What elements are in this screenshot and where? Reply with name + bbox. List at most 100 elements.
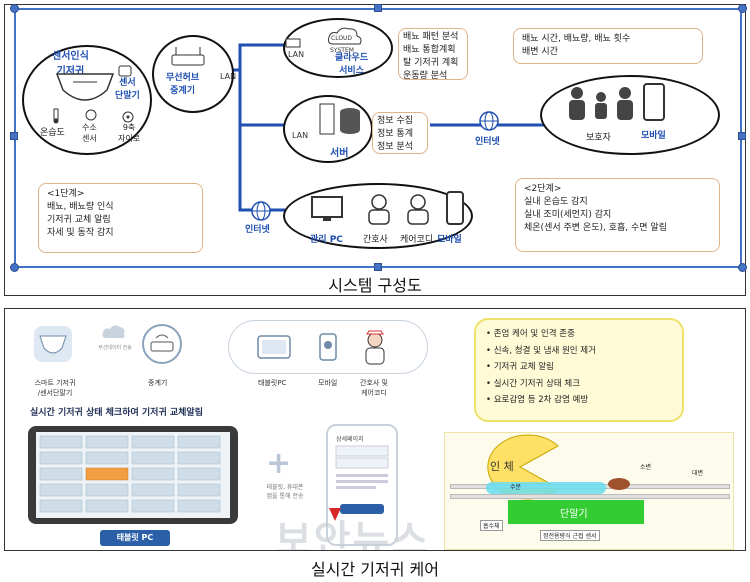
router-icon — [171, 47, 205, 66]
benefits-box: • 존엄 케어 및 인격 존중 • 신속, 청결 및 냄새 원인 제거 • 기저… — [474, 318, 684, 422]
system-diagram-caption: 시스템 구성도 — [328, 276, 422, 295]
cloud-icon — [328, 27, 362, 45]
guardian-info-item: 배변 시간 — [522, 47, 558, 58]
guardian-info-item: 배뇨 시간, 배뇨량, 배뇨 횟수 — [522, 34, 631, 44]
stool-label: 대변 — [692, 470, 704, 477]
tablet-screen — [36, 432, 230, 518]
resize-handle-bl[interactable] — [10, 263, 19, 272]
stage2-box: <2단계> 실내 온습도 감지 실내 조미(세먼지) 감지 체온(센서 주변 온… — [515, 178, 720, 252]
hydrogel-label: 흡수체 — [480, 520, 503, 531]
care-coordinator-label: 케어코디 — [400, 235, 434, 245]
cloud-service-label: 클라우드 서비스 — [335, 53, 369, 76]
body-label: 인 체 — [490, 460, 514, 473]
resize-handle-tl[interactable] — [10, 4, 19, 13]
schematic-rail-bottom — [450, 494, 730, 499]
server-functions-box: 정보 수집 정보 통계 정보 분석 — [372, 112, 428, 154]
watermark-red-mark — [329, 508, 341, 521]
tablet-pc-button: 태블릿 PC — [100, 530, 170, 546]
flow-bar — [228, 320, 428, 374]
server-function-item: 정보 수집 — [377, 116, 413, 126]
caption-strip — [4, 550, 746, 578]
terminal-device-label: 단말기 — [560, 509, 588, 520]
mobile-screen-content — [335, 445, 389, 514]
sensor-diaper-title: 센서인식 기저귀 — [52, 51, 89, 77]
devices-mobile-label: 모바일 — [437, 235, 462, 245]
benefit-item: • 요로감염 등 2차 감염 예방 — [486, 395, 589, 406]
smart-diaper-icon — [34, 326, 72, 362]
sensor-label: 정전용량식 근접 센서 — [540, 530, 600, 541]
nurse-icon — [368, 194, 390, 225]
diaper-icon — [55, 73, 115, 101]
server-lan-label: LAN — [292, 131, 309, 140]
stool-blob — [608, 478, 630, 490]
guardian-label: 보호자 — [586, 133, 611, 143]
plus-description: 태블릿, 휴대폰 앱을 통해 전송 — [266, 484, 304, 500]
internet-globe-icon-2 — [251, 201, 271, 221]
flow-label-tablet: 태블릿PC — [258, 379, 287, 387]
flow-label-repeater: 중계기 — [148, 379, 168, 387]
mobile-icon-flow — [319, 333, 337, 361]
mobile-phone-icon-2 — [446, 191, 464, 225]
mobile-device — [326, 424, 398, 546]
cloud-function-item: 배뇨 패턴 분석 — [403, 32, 459, 42]
hydrogen-sensor-label: 수소 센서 — [82, 123, 97, 143]
wireless-transfer-label: 무선데이터 전송 — [98, 345, 132, 351]
stage1-item: 배뇨, 배뇨량 인식 — [47, 202, 114, 213]
internet-label-1: 인터넷 — [475, 137, 500, 147]
pc-monitor-icon — [311, 196, 343, 221]
benefit-item: • 기저귀 교체 알림 — [486, 362, 554, 373]
sensor-terminal-label: 센서 단말기 — [115, 78, 140, 101]
benefit-item: • 존엄 케어 및 인격 존중 — [486, 329, 575, 339]
flow-label-nurse: 간호사 및 케어코디 — [360, 379, 388, 397]
resize-handle-br[interactable] — [738, 263, 747, 272]
repeater-icon — [142, 324, 182, 364]
guardian-mobile-label: 모바일 — [641, 131, 666, 141]
mobile-phone-icon — [643, 83, 665, 121]
stage1-title: <1단계> — [47, 189, 85, 199]
gyro-label: 9축 자이로 — [118, 123, 141, 143]
cloud-lan-label: LAN — [288, 50, 305, 59]
nurse-flow-icon — [365, 330, 385, 365]
server-function-item: 정보 통계 — [377, 129, 413, 140]
flow-label-mobile: 모바일 — [318, 379, 338, 387]
internet-globe-icon — [479, 111, 499, 131]
wireless-cloud-icon — [102, 325, 125, 338]
family-icon — [569, 87, 633, 120]
terminal-device-block — [508, 500, 644, 524]
sensor-terminal-icon — [118, 65, 132, 77]
flow-label-diaper: 스마트 기저귀 /센서단말기 — [34, 379, 76, 397]
cloud-system-text: SYSTEM — [330, 47, 354, 54]
gyro-icon — [122, 111, 134, 123]
cloud-function-item: 운동량 분석 — [403, 71, 448, 82]
care-coordinator-icon — [407, 194, 429, 225]
hub-label: 무선허브 중계기 — [166, 73, 200, 96]
server-function-item: 정보 분석 — [377, 142, 413, 153]
hub-lan-label: LAN — [220, 72, 237, 81]
mobile-header: 상세페이지 — [336, 436, 364, 443]
tablet-icon — [257, 335, 291, 359]
urine2-label: 수분 — [510, 484, 522, 491]
resize-handle-t[interactable] — [374, 4, 382, 12]
cloud-icon-text: CLOUD — [331, 35, 353, 42]
tablet-grid — [39, 435, 221, 513]
internet-label-2: 인터넷 — [245, 225, 270, 235]
stage1-item: 기저귀 교체 알림 — [47, 215, 111, 226]
guardian-info-box: 배뇨 시간, 배뇨량, 배뇨 횟수 배변 시간 — [513, 28, 703, 64]
cloud-lan-icon — [285, 38, 301, 48]
resize-handle-b[interactable] — [374, 263, 382, 271]
resize-handle-tr[interactable] — [738, 4, 747, 13]
resize-handle-l[interactable] — [10, 132, 18, 140]
resize-handle-r[interactable] — [738, 132, 746, 140]
temp-humidity-label: 온습도 — [40, 128, 65, 138]
benefit-item: • 실시간 기저귀 상태 체크 — [486, 378, 581, 389]
realtime-care-caption: 실시간 기저귀 케어 — [311, 560, 439, 579]
cloud-group — [283, 18, 393, 78]
hydrogen-sensor-icon — [85, 109, 97, 121]
stage1-item: 자세 및 동작 감지 — [47, 228, 114, 239]
server-icon — [319, 103, 360, 135]
stage1-box: <1단계> 배뇨, 배뇨량 인식 기저귀 교체 알림 자세 및 동작 감지 — [38, 183, 203, 253]
cloud-function-item: 배뇨 통합계획 — [403, 45, 456, 56]
urine-label: 소변 — [640, 464, 652, 471]
hub-group — [152, 35, 234, 113]
stage2-title: <2단계> — [524, 184, 562, 194]
